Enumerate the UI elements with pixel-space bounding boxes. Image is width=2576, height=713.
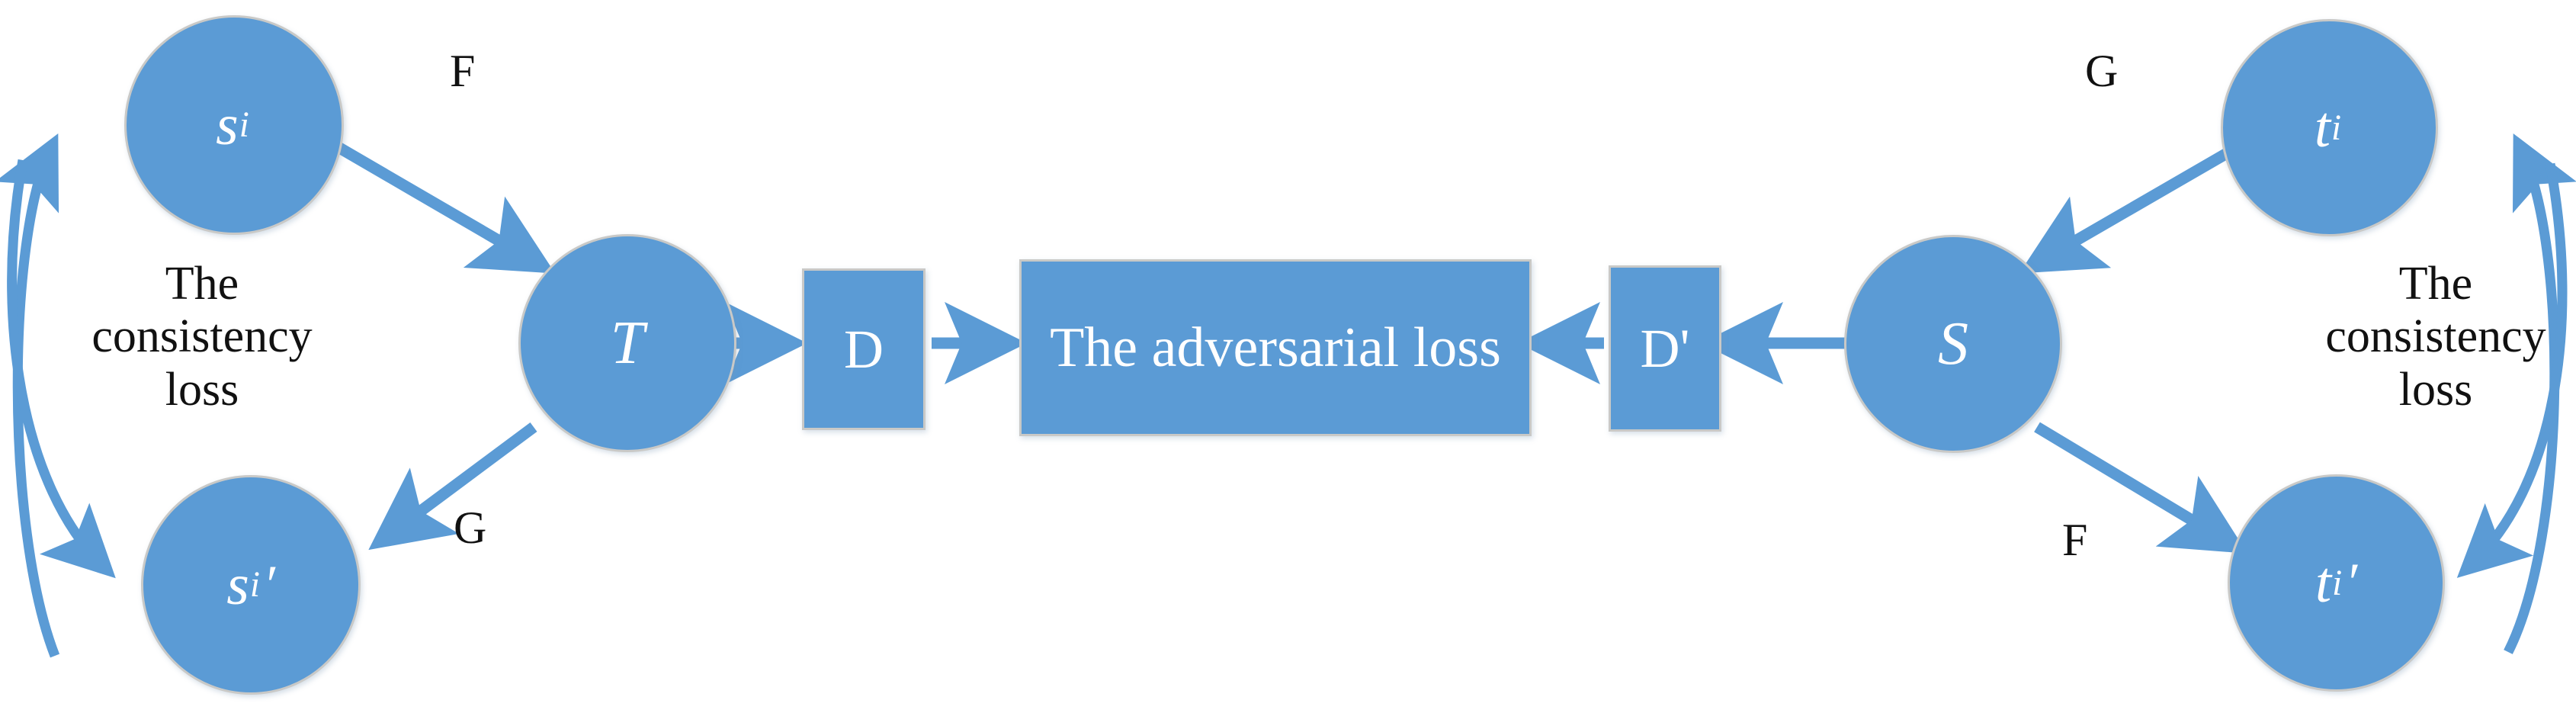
node-target-reconstruction-label: t [2315,551,2332,615]
node-target-reconstruction-prime: ′ [2345,552,2357,613]
node-source-reconstruction-subscript: i [249,565,260,605]
edge-S-to-tiprime [2034,422,2248,554]
edge-consistency-left-down [7,159,116,579]
node-discriminator-d[interactable]: D [802,268,925,430]
edge-ti-to-S [2019,140,2244,274]
annotation-consistency-loss-left: The consistency loss [91,258,313,416]
edge-si-to-T [325,136,556,274]
node-source-reconstruction-prime: ′ [262,554,275,615]
edge-label-left-top: F [450,46,476,96]
node-target-sample-label: t [2314,95,2331,159]
node-target-reconstruction-subscript: i [2332,563,2343,603]
node-source-sample-label: s [216,92,239,157]
edge-consistency-right-down [2456,162,2568,578]
node-source-sample-subscript: i [239,105,249,145]
node-discriminator-d-label: D [844,318,884,380]
node-source-reconstruction-label: s [226,552,249,617]
annotation-consistency-loss-right: The consistency loss [2325,258,2546,416]
node-adversarial-loss-label: The adversarial loss [1050,316,1501,379]
edge-label-right-bottom: F [2062,515,2088,565]
edge-label-left-bottom: G [454,503,487,553]
node-target-domain-label: T [610,309,645,377]
node-target-domain[interactable]: T [518,234,736,452]
node-discriminator-d-prime[interactable]: D' [1609,265,1721,432]
node-discriminator-d-prime-label: D' [1640,317,1690,379]
node-source-domain[interactable]: S [1844,235,2062,453]
node-target-sample-subscript: i [2331,108,2342,148]
edge-T-to-siprime [368,422,537,551]
node-source-domain-label: S [1938,310,1968,377]
node-adversarial-loss[interactable]: The adversarial loss [1019,259,1532,436]
edge-label-right-top: G [2085,46,2119,96]
